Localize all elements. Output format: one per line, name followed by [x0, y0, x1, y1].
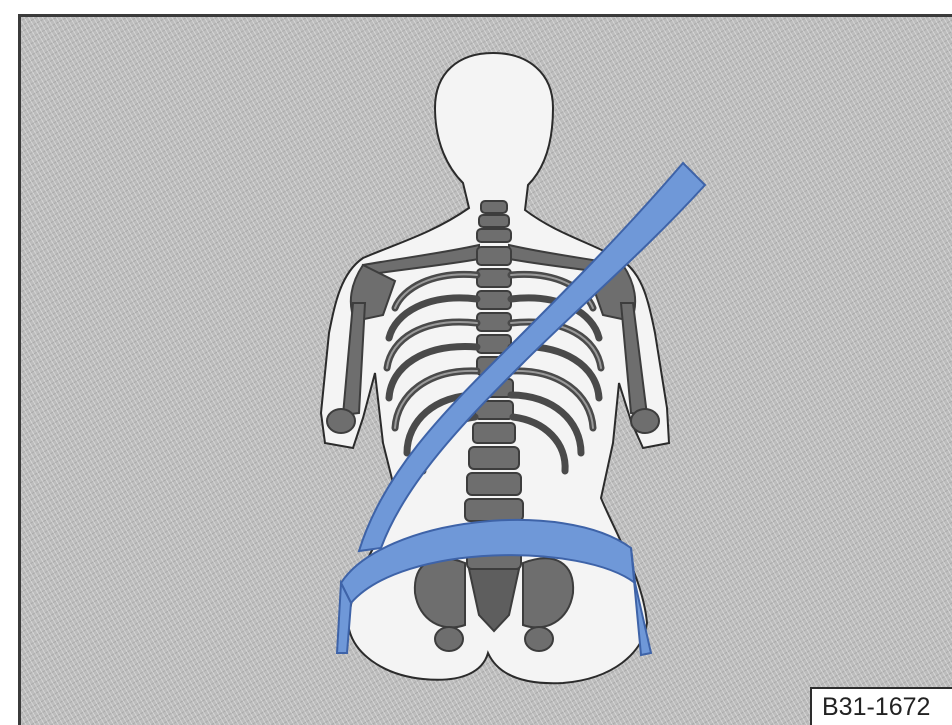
- illustration-panel: B31-1672: [18, 14, 952, 725]
- seatbelt-diagram: [21, 17, 952, 725]
- cervical-spine: [477, 201, 511, 242]
- figure-reference-code: B31-1672: [810, 687, 952, 725]
